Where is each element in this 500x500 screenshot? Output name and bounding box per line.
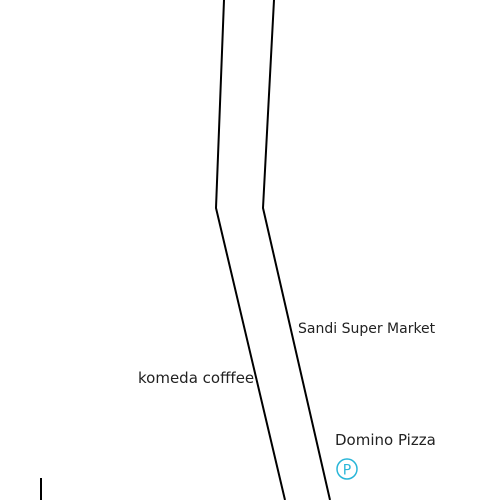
parking-icon-symbol: P bbox=[343, 463, 351, 479]
road-left-edge bbox=[214, 0, 286, 500]
poi-label-domino-pizza[interactable]: Domino Pizza bbox=[335, 431, 436, 449]
poi-label-sandi-super-market[interactable]: Sandi Super Market bbox=[298, 321, 436, 337]
poi-label-komeda-coffee[interactable]: komeda cofffee bbox=[138, 369, 255, 387]
road-right-edge bbox=[261, 0, 331, 500]
parking-icon[interactable]: P bbox=[336, 458, 358, 480]
